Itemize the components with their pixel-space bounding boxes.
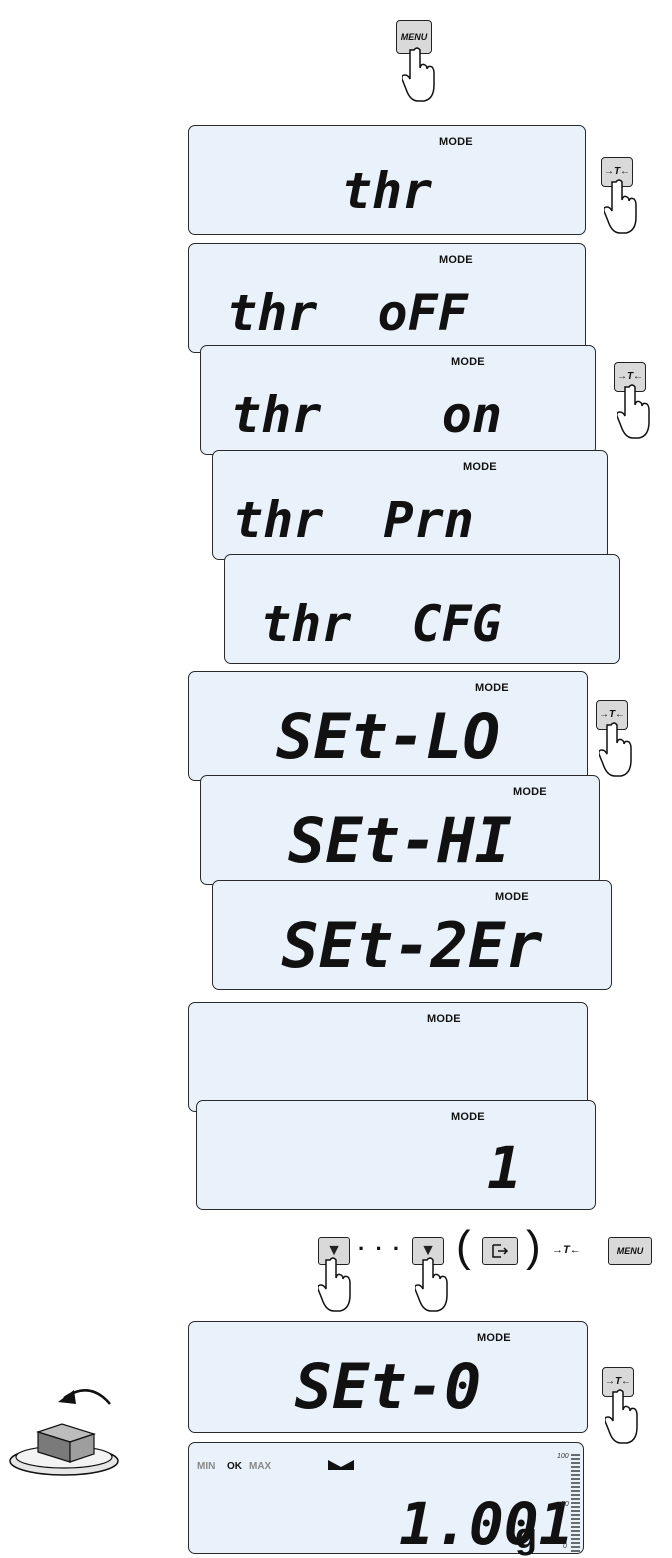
tare-key-label: →T← (598, 709, 626, 720)
menu-key-label: MENU (400, 32, 428, 42)
paren-open: ( (456, 1222, 471, 1271)
display-thr-cfg: thr CFG (224, 554, 620, 664)
ok-label: OK (227, 1461, 242, 1472)
display-final-weight: MIN OK MAX 1.001 g 100 50 0 (188, 1442, 584, 1558)
mode-label: MODE (451, 356, 485, 368)
paren-close: ) (526, 1222, 541, 1271)
down-arrow-icon: ▼ (420, 1242, 436, 1259)
lcd-text: SEt-2Er (281, 909, 543, 982)
mode-label: MODE (463, 461, 497, 473)
display-set-0: MODE SEt-0 (188, 1321, 588, 1433)
mode-label: MODE (477, 1332, 511, 1344)
bargraph-scale (571, 1454, 580, 1552)
display-thr: MODE thr (188, 125, 586, 235)
sequence-dots: · · · (358, 1236, 403, 1261)
pointing-hand-icon (318, 1257, 351, 1312)
display-set-zer: MODE SEt-2Er (212, 880, 612, 990)
display-one: MODE 1 (196, 1100, 596, 1210)
display-set-hi: MODE SEt-HI (200, 775, 600, 885)
mode-label: MODE (495, 891, 529, 903)
pointing-hand-icon (402, 47, 435, 102)
print-key[interactable] (482, 1237, 518, 1265)
lcd-text: thr on (231, 386, 502, 444)
lcd-text: 1 (487, 1134, 522, 1202)
tare-key[interactable]: →T← (596, 700, 628, 730)
bar-mid-label: 50 (561, 1501, 569, 1508)
mode-label: MODE (513, 786, 547, 798)
stability-marker-icon (328, 1460, 354, 1470)
lcd-text: thr CFG (261, 595, 502, 653)
lcd-text: thr (341, 162, 433, 220)
min-label: MIN (197, 1461, 216, 1472)
pointing-hand-icon (604, 179, 637, 234)
tare-key-label: →T← (616, 371, 644, 382)
display-underscore: MODE _ (188, 1002, 588, 1112)
pointing-hand-icon (599, 722, 632, 777)
display-set-lo: MODE SEt-LO (188, 671, 588, 781)
tare-key-label: →T← (603, 166, 631, 177)
lcd-text: SEt-HI (288, 804, 512, 877)
print-icon (492, 1244, 509, 1258)
mode-label: MODE (451, 1111, 485, 1123)
menu-key[interactable]: MENU (396, 20, 432, 54)
max-label: MAX (249, 1461, 272, 1472)
mode-label: MODE (427, 1013, 461, 1025)
menu-key-label: MENU (616, 1246, 644, 1256)
bar-top-label: 100 (557, 1453, 569, 1460)
lcd-text: thr Prn (233, 491, 474, 549)
bar-bottom-label: 0 (563, 1543, 567, 1550)
weight-value: 1.001 (399, 1490, 574, 1558)
remove-weight-icon (9, 1389, 119, 1476)
mode-label: MODE (439, 136, 473, 148)
display-thr-prn: MODE thr Prn (212, 450, 608, 560)
down-arrow-icon: ▼ (326, 1242, 342, 1259)
unit-label: g (515, 1515, 537, 1556)
lcd-text: _ (467, 1046, 501, 1111)
lcd-text: SEt-0 (294, 1350, 482, 1423)
pointing-hand-icon (415, 1257, 448, 1312)
tare-key-label: →T← (604, 1376, 632, 1387)
pointing-hand-icon (617, 384, 650, 439)
display-thr-off: MODE thr oFF (188, 243, 586, 353)
pointing-hand-icon (605, 1389, 638, 1444)
lcd-text: SEt-LO (276, 700, 500, 773)
mode-label: MODE (439, 254, 473, 266)
display-thr-on: MODE thr on (200, 345, 596, 455)
menu-key-small[interactable]: MENU (608, 1237, 652, 1265)
lcd-text: thr oFF (227, 284, 468, 342)
tare-key-label-plain[interactable]: →T← (552, 1244, 581, 1256)
mode-label: MODE (475, 682, 509, 694)
